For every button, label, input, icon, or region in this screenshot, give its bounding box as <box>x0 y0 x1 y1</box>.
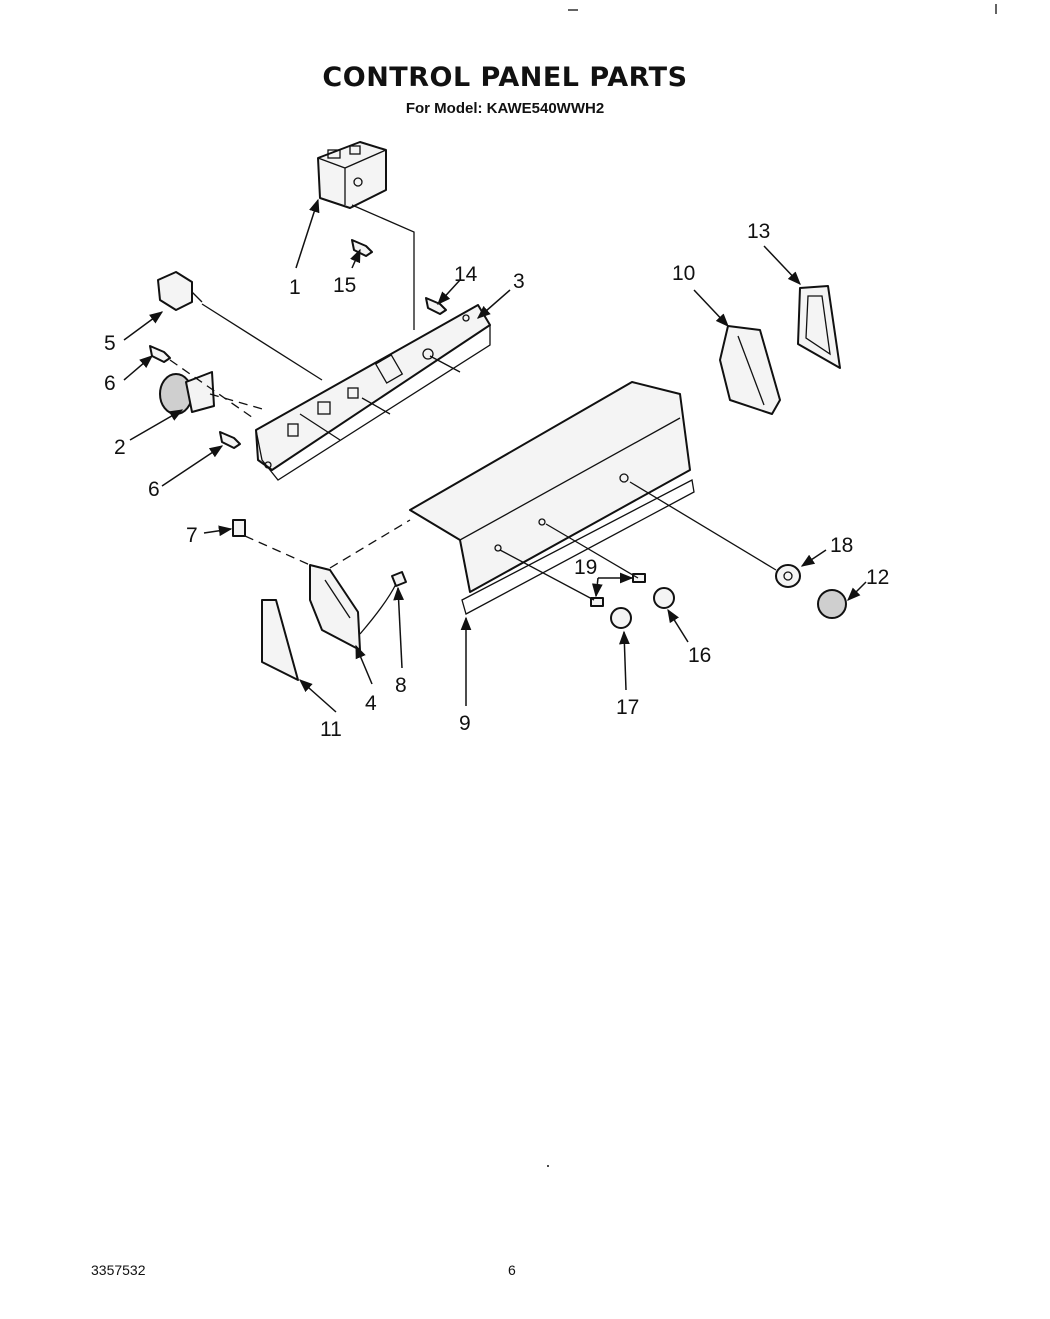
part-pressure-switch <box>159 371 215 415</box>
callout-4: 4 <box>365 692 377 715</box>
part-trim-frame <box>797 285 841 369</box>
callout-14: 14 <box>454 263 478 286</box>
model-subtitle: For Model: KAWE540WWH2 <box>405 100 605 117</box>
callout-2: 2 <box>114 436 126 459</box>
callout-6-lower: 6 <box>148 478 160 501</box>
callout-9: 9 <box>459 712 471 735</box>
callout-arrows <box>123 198 867 713</box>
part-end-bracket <box>309 564 361 651</box>
assembly-lines <box>169 204 777 601</box>
callout-19: 19 <box>574 556 597 579</box>
part-screw-6-lower <box>219 431 241 449</box>
callout-18: 18 <box>830 534 853 557</box>
callout-labels: 1 2 3 4 5 6 6 7 8 9 10 11 12 13 14 15 16… <box>104 220 889 741</box>
scan-marks <box>547 4 997 1167</box>
part-console <box>409 381 695 615</box>
part-screw-15 <box>351 239 373 257</box>
part-timer <box>317 141 387 209</box>
part-spring-19-lower <box>590 597 604 607</box>
callout-15: 15 <box>333 274 356 297</box>
part-control-bracket <box>255 304 491 481</box>
part-switch <box>157 271 203 311</box>
callout-7: 7 <box>186 524 198 547</box>
callout-16: 16 <box>688 644 711 667</box>
document-number: 3357532 <box>91 1262 146 1278</box>
callout-5: 5 <box>104 332 116 355</box>
callout-8: 8 <box>395 674 407 697</box>
part-end-cap <box>261 599 299 681</box>
callout-13: 13 <box>747 220 770 243</box>
part-spring-19-upper <box>632 573 646 583</box>
callout-17: 17 <box>616 696 639 719</box>
part-screw-14 <box>425 297 447 315</box>
part-button-17 <box>610 607 632 629</box>
part-screw-6-upper <box>149 345 171 363</box>
callout-3: 3 <box>513 270 525 293</box>
page-number: 6 <box>508 1262 516 1278</box>
callout-1: 1 <box>289 276 301 299</box>
callout-10: 10 <box>672 262 695 285</box>
callout-11: 11 <box>320 718 342 741</box>
part-mounting-bracket <box>719 325 781 415</box>
part-knob <box>817 589 847 619</box>
part-clip <box>232 519 246 537</box>
part-button-16 <box>653 587 675 609</box>
diagram-title: CONTROL PANEL PARTS <box>322 62 688 93</box>
callout-12: 12 <box>866 566 889 589</box>
part-washer <box>775 564 801 588</box>
callout-6-upper: 6 <box>104 372 116 395</box>
